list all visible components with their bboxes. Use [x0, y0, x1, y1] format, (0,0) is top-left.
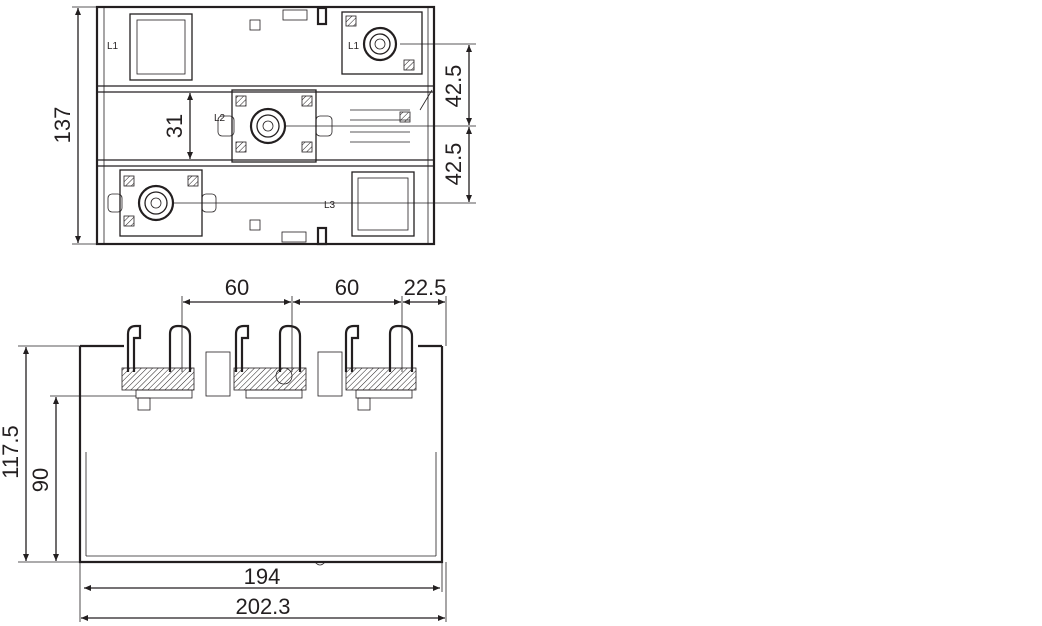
dim-pitch-upper: 42.5 — [441, 65, 466, 108]
side-view: 60 60 22.5 117.5 90 194 202.3 — [0, 275, 446, 622]
terminal-mark-l2: L2 — [214, 113, 226, 124]
dim-overall-width: 202.3 — [235, 594, 290, 619]
top-view-outline — [95, 5, 436, 246]
top-view: L1 L1 L2 L3 — [50, 5, 476, 246]
dim-pitch-1: 60 — [225, 275, 249, 300]
dim-overall-height: 137 — [50, 107, 75, 144]
terminal-mark-l1-left: L1 — [107, 41, 119, 52]
terminal-mark-l1-right: L1 — [348, 41, 360, 52]
dim-body-width: 194 — [244, 564, 281, 589]
terminal-2 — [233, 324, 307, 399]
dim-total-height: 117.5 — [0, 425, 23, 478]
terminal-3 — [344, 324, 417, 411]
dim-center-offset: 31 — [162, 114, 187, 138]
dim-body-height: 90 — [28, 468, 53, 492]
terminal-screw-l3 — [137, 184, 175, 222]
dim-pitch-lower: 42.5 — [441, 143, 466, 186]
dim-pitch-2: 60 — [335, 275, 359, 300]
terminal-screw-l2 — [249, 107, 287, 145]
terminal-1 — [121, 324, 195, 411]
terminal-mark-l3: L3 — [324, 200, 336, 211]
dim-end-offset: 22.5 — [404, 275, 447, 300]
side-view-body — [78, 346, 444, 564]
terminal-screw-l1 — [362, 26, 398, 62]
